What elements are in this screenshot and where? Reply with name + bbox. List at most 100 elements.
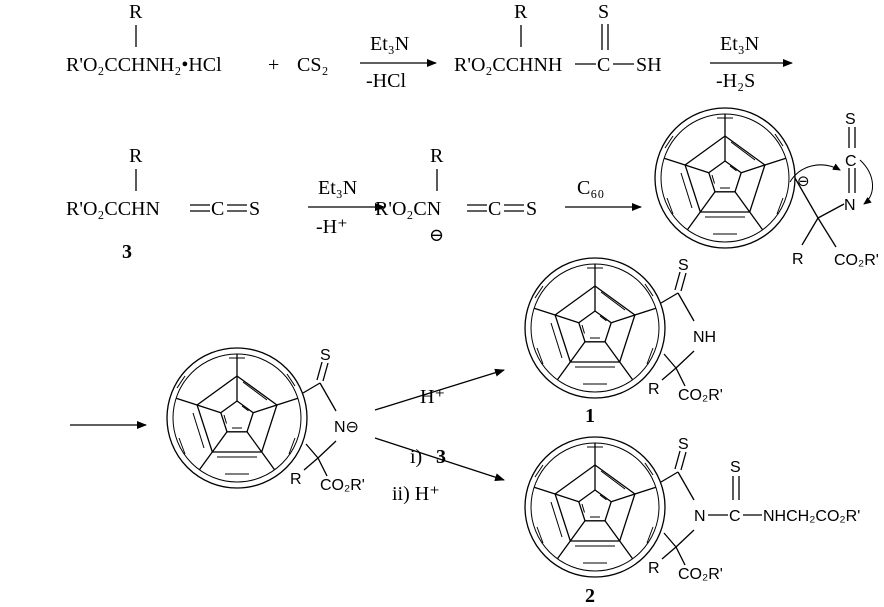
- carbanion: R R'O₂CN ⊖ C S: [375, 145, 537, 245]
- carbanion-charge: ⊖: [429, 225, 444, 245]
- product-1-nh: NH: [693, 329, 716, 346]
- product-2-ester: CO₂R': [678, 566, 723, 583]
- bond-line: [663, 353, 677, 369]
- thione-sulfur: S: [598, 1, 609, 23]
- product-1: S NH R CO₂R' 1: [524, 257, 723, 427]
- double-bond-line: [322, 362, 329, 382]
- compound-label-1: 1: [585, 405, 595, 427]
- ring-nitrogen-anion: N⊖: [334, 419, 359, 436]
- compound-label-2: 2: [585, 585, 595, 607]
- bond-line: [302, 382, 321, 394]
- ring-ester-group: CO₂R': [320, 477, 365, 494]
- product-1-ester: CO₂R': [678, 387, 723, 404]
- product-1-sulfur: S: [678, 257, 689, 274]
- bond-line: [661, 367, 677, 381]
- lower-reagent-compound-3: 3: [436, 446, 446, 468]
- arrow-4-reagent: C₆₀: [577, 177, 604, 199]
- r-substituent-label: R: [514, 1, 528, 23]
- amino-ester-formula: R'O₂CCHNH₂•HCl: [66, 54, 222, 76]
- arrow-3-byproduct: -H⁺: [316, 216, 348, 238]
- fullerene-c60-cage: [166, 347, 308, 489]
- dithiocarbamic-acid: R R'O₂CCHNH C S SH: [454, 1, 662, 76]
- amino-ester-hydrochloride: R R'O₂CCHNH₂•HCl: [66, 1, 222, 76]
- bond-line: [317, 440, 337, 459]
- bond-line: [675, 546, 686, 566]
- arrow-2-reagent: Et₃N: [720, 33, 759, 55]
- arrow-3-reagent: Et₃N: [318, 177, 357, 199]
- bond-line: [677, 292, 695, 322]
- compound-label-3: 3: [122, 241, 132, 263]
- bond-line: [677, 471, 695, 501]
- bond-line: [675, 529, 695, 548]
- electron-push-arrow: [789, 163, 841, 183]
- electron-push-arrow: [859, 159, 873, 205]
- upper-reagent: H⁺: [420, 386, 445, 408]
- row-2: R R'O₂CCHN C S 3 Et₃N -H⁺ R R'O₂CN ⊖ C: [66, 107, 879, 269]
- bond-line: [303, 457, 319, 471]
- adduct-r-group: R: [792, 251, 804, 268]
- arrow-2-byproduct: -H₂S: [716, 70, 755, 92]
- row-1: R R'O₂CCHNH₂•HCl + CS₂ Et₃N -HCl R R'O₂C…: [66, 1, 793, 92]
- bond-line: [801, 217, 819, 246]
- bond-line: [305, 443, 319, 459]
- arrow-2: Et₃N -H₂S: [710, 33, 793, 92]
- carbon-disulfide: CS₂: [297, 54, 328, 76]
- double-bond-line: [316, 361, 323, 381]
- adduct-sulfur: S: [845, 111, 856, 128]
- lower-reagent-step-1: i): [410, 446, 422, 468]
- product-2: S N C S NHCH₂CO₂R' R CO₂R' 2: [524, 436, 860, 607]
- bond-line: [675, 367, 686, 387]
- bond-line: [660, 471, 679, 483]
- arrow-1-byproduct: -HCl: [366, 70, 406, 92]
- arrow-1-reagent: Et₃N: [370, 33, 409, 55]
- r-substituent-label: R: [129, 1, 143, 23]
- r-substituent-label: R: [129, 145, 143, 167]
- bond-line: [660, 292, 679, 304]
- adduct-carbon: C: [845, 153, 857, 170]
- plus-sign: +: [268, 54, 279, 76]
- carbanion-left: R'O₂CN: [375, 198, 441, 220]
- double-bond-line: [680, 272, 687, 292]
- fullerene-c60-cage: [524, 257, 666, 399]
- upper-arrow-line: [374, 368, 505, 411]
- thiocarbonyl-carbon: C: [597, 54, 610, 76]
- ring-thione-sulfur: S: [320, 347, 331, 364]
- product-2-r-group: R: [648, 560, 660, 577]
- arrow-1: Et₃N -HCl: [360, 33, 437, 92]
- isothiocyanate-left: R'O₂CCHN: [66, 198, 160, 220]
- fullerene-adduct: N C S ⊖ R CO₂R': [654, 107, 879, 269]
- lower-reagent-step-2: ii) H⁺: [392, 483, 440, 505]
- bond-line: [794, 177, 819, 219]
- lower-arrow-line: [374, 437, 505, 482]
- bond-line: [675, 350, 695, 369]
- carbanion-sulfur: S: [526, 198, 537, 220]
- product-1-r-group: R: [648, 381, 660, 398]
- dithiocarbamate-left: R'O₂CCHNH: [454, 54, 562, 76]
- isothiocyanate-sulfur: S: [249, 198, 260, 220]
- thiol-group: SH: [636, 54, 662, 76]
- bond-line: [661, 546, 677, 560]
- arrow-3: Et₃N -H⁺: [308, 177, 385, 238]
- pyrrolidine-thione-anion: S N⊖ R CO₂R': [166, 347, 365, 494]
- ring-r-group: R: [290, 471, 302, 488]
- arrow-lower: i) 3 ii) H⁺: [374, 437, 505, 505]
- r-substituent-label: R: [430, 145, 444, 167]
- double-bond-line: [674, 271, 681, 291]
- double-bond-line: [680, 451, 687, 471]
- double-bond-line: [674, 450, 681, 470]
- product-2-side-chain: NHCH₂CO₂R': [763, 508, 860, 525]
- adduct-negative-charge: ⊖: [797, 173, 810, 190]
- adduct-nitrogen: N: [844, 197, 856, 214]
- carbanion-carbon: C: [488, 198, 501, 220]
- bond-line: [319, 382, 337, 412]
- isothiocyanate-carbon: C: [211, 198, 224, 220]
- fullerene-c60-cage: [654, 107, 796, 249]
- isothiocyanate-3: R R'O₂CCHN C S 3: [66, 145, 260, 263]
- bond-line: [817, 203, 845, 219]
- product-2-thione-sulfur: S: [730, 459, 741, 476]
- bond-line: [663, 532, 677, 548]
- adduct-ester-group: CO₂R': [834, 252, 879, 269]
- product-2-ring-sulfur: S: [678, 436, 689, 453]
- fullerene-c60-cage: [524, 436, 666, 578]
